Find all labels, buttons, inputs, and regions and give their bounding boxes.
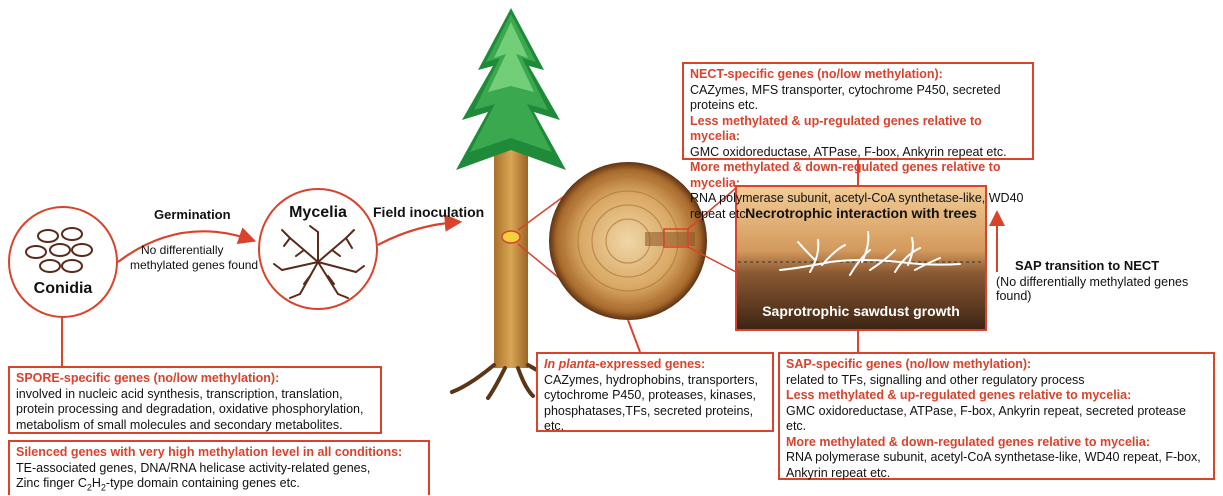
- in-planta-box-title: In planta-expressed genes:: [544, 357, 766, 373]
- sap-box-line4: Ankyrin repeat etc.: [786, 466, 1207, 482]
- nect-box-sub2: More methylated & down-regulated genes r…: [690, 160, 1026, 191]
- spore-box-title: SPORE-specific genes (no/low methylation…: [16, 371, 374, 387]
- germination-note-line2: methylated genes found: [130, 258, 258, 272]
- nect-box-line3: RNA polymerase subunit, acetyl-CoA synth…: [690, 191, 1026, 222]
- sap-box-line3: RNA polymerase subunit, acetyl-CoA synth…: [786, 450, 1207, 466]
- mycelia-icon: [260, 190, 376, 308]
- field-inoculation-arrow: [378, 222, 458, 245]
- spore-genes-box: SPORE-specific genes (no/low methylation…: [8, 366, 382, 434]
- nect-box-line1: CAZymes, MFS transporter, cytochrome P45…: [690, 83, 1026, 114]
- sap-box-line1: related to TFs, signalling and other reg…: [786, 373, 1207, 389]
- nect-box-sub1: Less methylated & up-regulated genes rel…: [690, 114, 1026, 145]
- conidia-node: Conidia: [8, 206, 118, 318]
- transition-note: (No differentially methylated genes foun…: [996, 275, 1223, 303]
- spore-box-line3: metabolism of small molecules and second…: [16, 418, 374, 434]
- in-planta-title-italic: In planta: [544, 357, 595, 371]
- in-planta-box-line2: cytochrome P450, proteases, kinases,: [544, 388, 766, 404]
- sap-box-title: SAP-specific genes (no/low methylation):: [786, 357, 1207, 373]
- nect-genes-box: NECT-specific genes (no/low methylation)…: [682, 62, 1034, 160]
- log-cross-section: [549, 162, 707, 320]
- germination-note-line1: No differentially: [141, 243, 224, 257]
- in-planta-genes-box: In planta-expressed genes: CAZymes, hydr…: [536, 352, 774, 432]
- sap-box-sub2: More methylated & down-regulated genes r…: [786, 435, 1207, 451]
- sap-box-sub1: Less methylated & up-regulated genes rel…: [786, 388, 1207, 404]
- sap-box-line2: GMC oxidoreductase, ATPase, F-box, Ankyr…: [786, 404, 1207, 435]
- transition-label: SAP transition to NECT: [1015, 258, 1159, 273]
- silenced-genes-box: Silenced genes with very high methylatio…: [8, 440, 430, 495]
- nect-box-line2: GMC oxidoreductase, ATPase, F-box, Ankyr…: [690, 145, 1026, 161]
- field-inoculation-label: Field inoculation: [373, 204, 484, 220]
- in-planta-box-line1: CAZymes, hydrophobins, transporters,: [544, 373, 766, 389]
- spore-box-line1: involved in nucleic acid synthesis, tran…: [16, 387, 374, 403]
- conidia-label: Conidia: [10, 280, 116, 298]
- silenced-box-line2: Zinc finger C2H2-type domain containing …: [16, 476, 422, 496]
- sap-genes-box: SAP-specific genes (no/low methylation):…: [778, 352, 1215, 480]
- silenced-box-line1: TE-associated genes, DNA/RNA helicase ac…: [16, 461, 422, 477]
- nect-panel-bottom-label: Saprotrophic sawdust growth: [736, 303, 986, 319]
- spore-box-line2: protein processing and degradation, oxid…: [16, 402, 374, 418]
- germination-label: Germination: [154, 207, 231, 222]
- in-planta-box-line3: phosphatases,TFs, secreted proteins, etc…: [544, 404, 766, 435]
- tree-illustration: [452, 8, 570, 398]
- nect-box-title: NECT-specific genes (no/low methylation)…: [690, 67, 1026, 83]
- in-planta-title-rest: -expressed genes:: [595, 357, 705, 371]
- mycelia-node: Mycelia: [258, 188, 378, 310]
- silenced-box-title: Silenced genes with very high methylatio…: [16, 445, 422, 461]
- conidia-icon: [8, 206, 118, 318]
